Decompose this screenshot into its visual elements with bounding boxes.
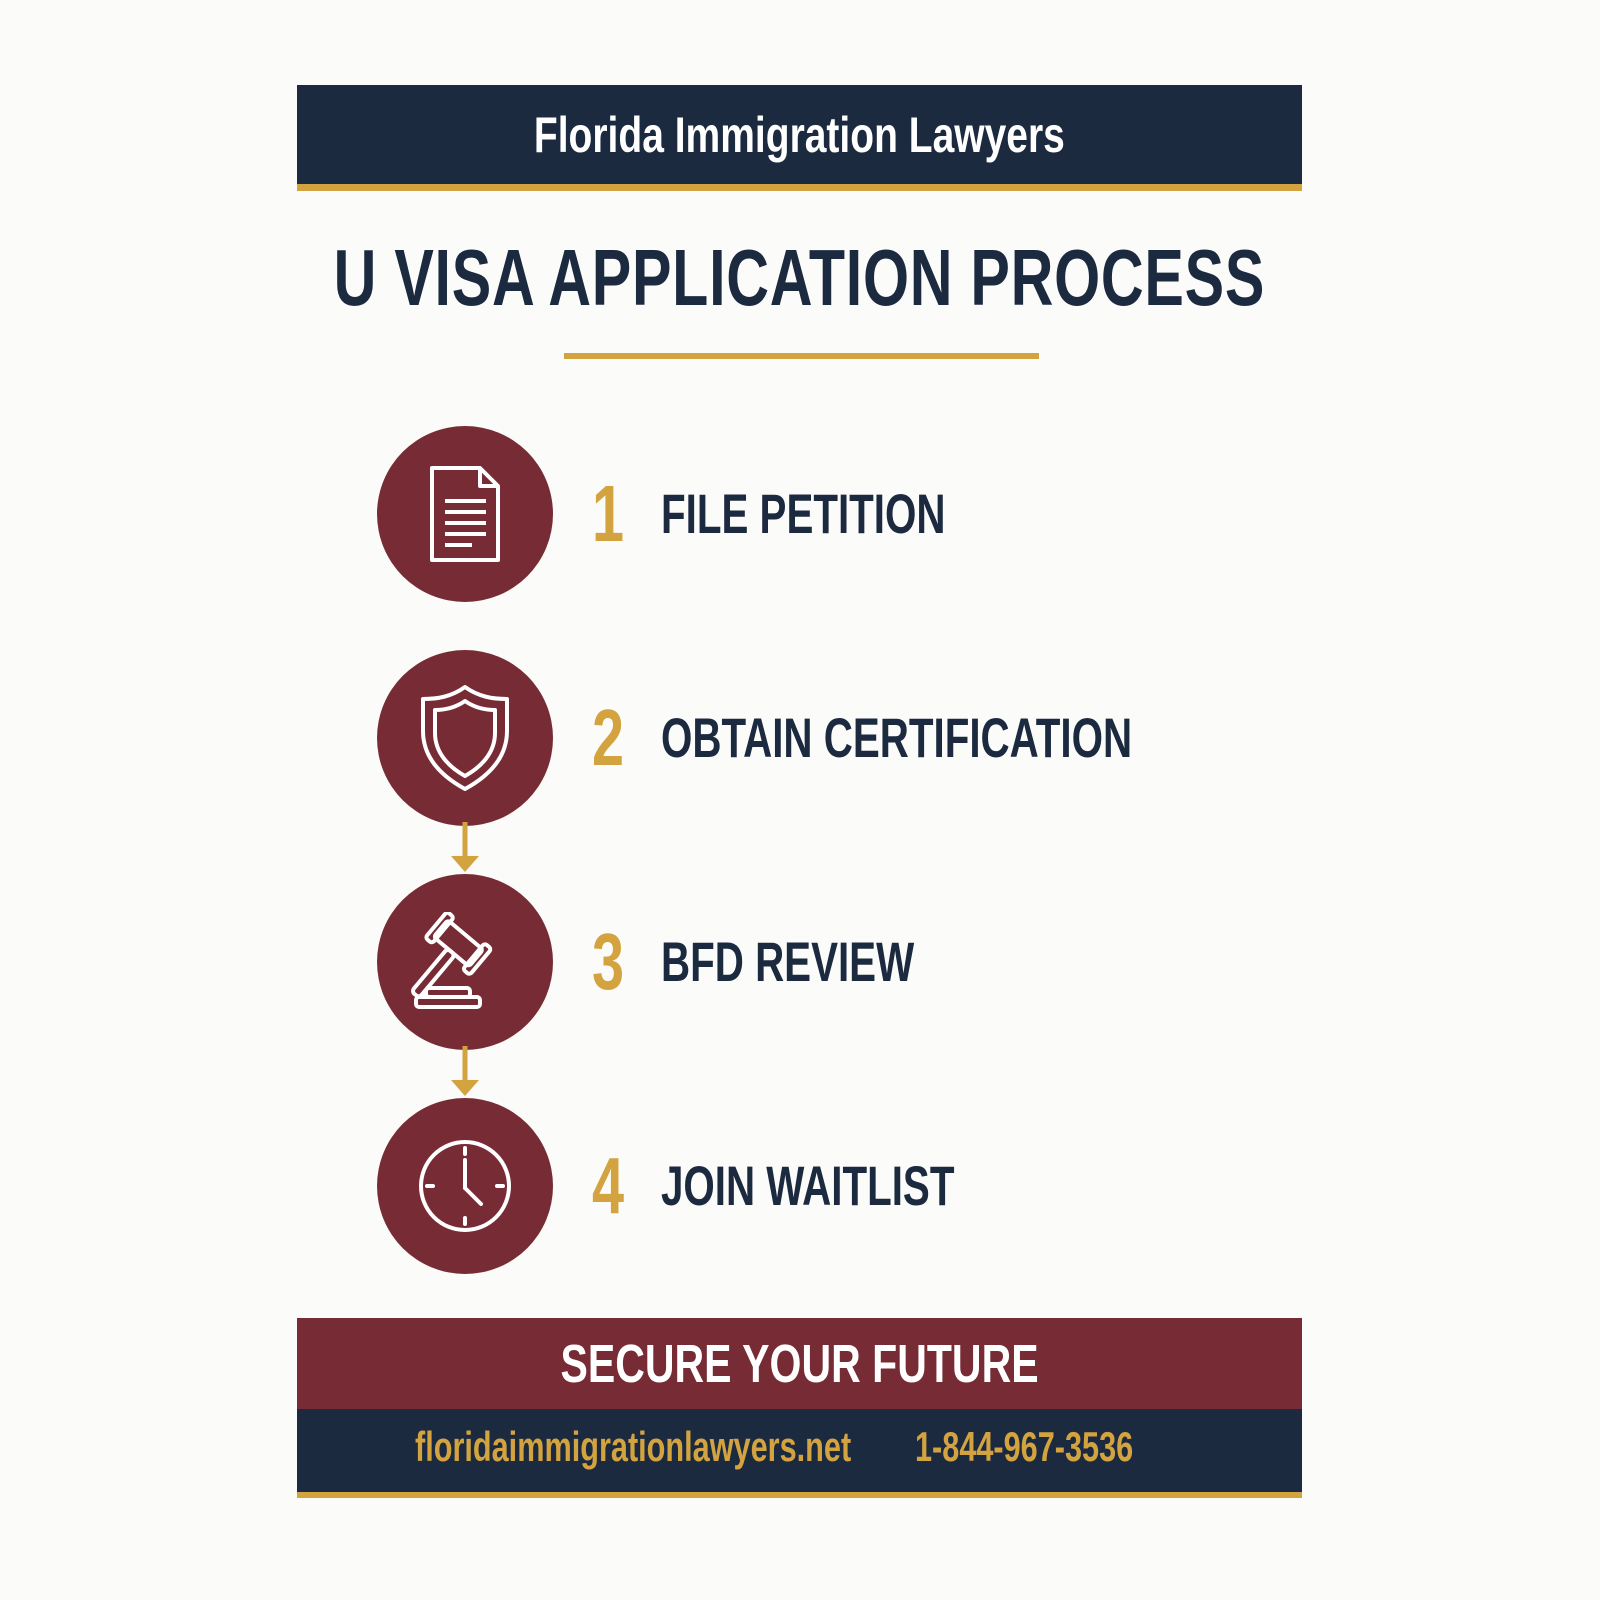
arrow-down-icon — [451, 1046, 479, 1096]
step-1: 1 FILE PETITION — [377, 426, 997, 602]
header-banner: Florida Immigration Lawyers — [297, 85, 1302, 191]
page-title: U VISA APPLICATION PROCESS — [333, 232, 1266, 322]
page-title-wrap: U VISA APPLICATION PROCESS — [297, 230, 1302, 325]
clock-icon — [419, 1140, 511, 1232]
tagline-banner: SECURE YOUR FUTURE — [297, 1318, 1302, 1409]
step-3-number: 3 — [592, 917, 625, 1006]
website-link[interactable]: floridaimmigrationlawyers.net — [415, 1423, 852, 1470]
step-1-label: FILE PETITION — [661, 482, 946, 545]
step-4: 4 JOIN WAITLIST — [377, 1098, 997, 1274]
step-2-number: 2 — [592, 693, 625, 782]
contact-banner: floridaimmigrationlawyers.net 1-844-967-… — [297, 1409, 1302, 1498]
step-3-label: BFD REVIEW — [661, 930, 915, 993]
step-3-badge — [377, 874, 553, 1050]
gavel-icon — [411, 912, 493, 1009]
step-2-label: OBTAIN CERTIFICATION — [661, 706, 1133, 769]
title-divider — [564, 353, 1039, 359]
step-3: 3 BFD REVIEW — [377, 874, 997, 1050]
document-icon — [430, 466, 500, 562]
step-2: 2 OBTAIN CERTIFICATION — [377, 650, 1132, 826]
tagline: SECURE YOUR FUTURE — [560, 1333, 1039, 1394]
step-2-badge — [377, 650, 553, 826]
phone-number[interactable]: 1-844-967-3536 — [915, 1423, 1134, 1470]
arrow-down-icon — [451, 822, 479, 872]
firm-name: Florida Immigration Lawyers — [534, 106, 1065, 163]
step-4-label: JOIN WAITLIST — [661, 1154, 955, 1217]
step-1-number: 1 — [592, 469, 625, 558]
step-1-badge — [377, 426, 553, 602]
shield-icon — [421, 685, 509, 791]
step-4-badge — [377, 1098, 553, 1274]
step-4-number: 4 — [592, 1141, 625, 1230]
